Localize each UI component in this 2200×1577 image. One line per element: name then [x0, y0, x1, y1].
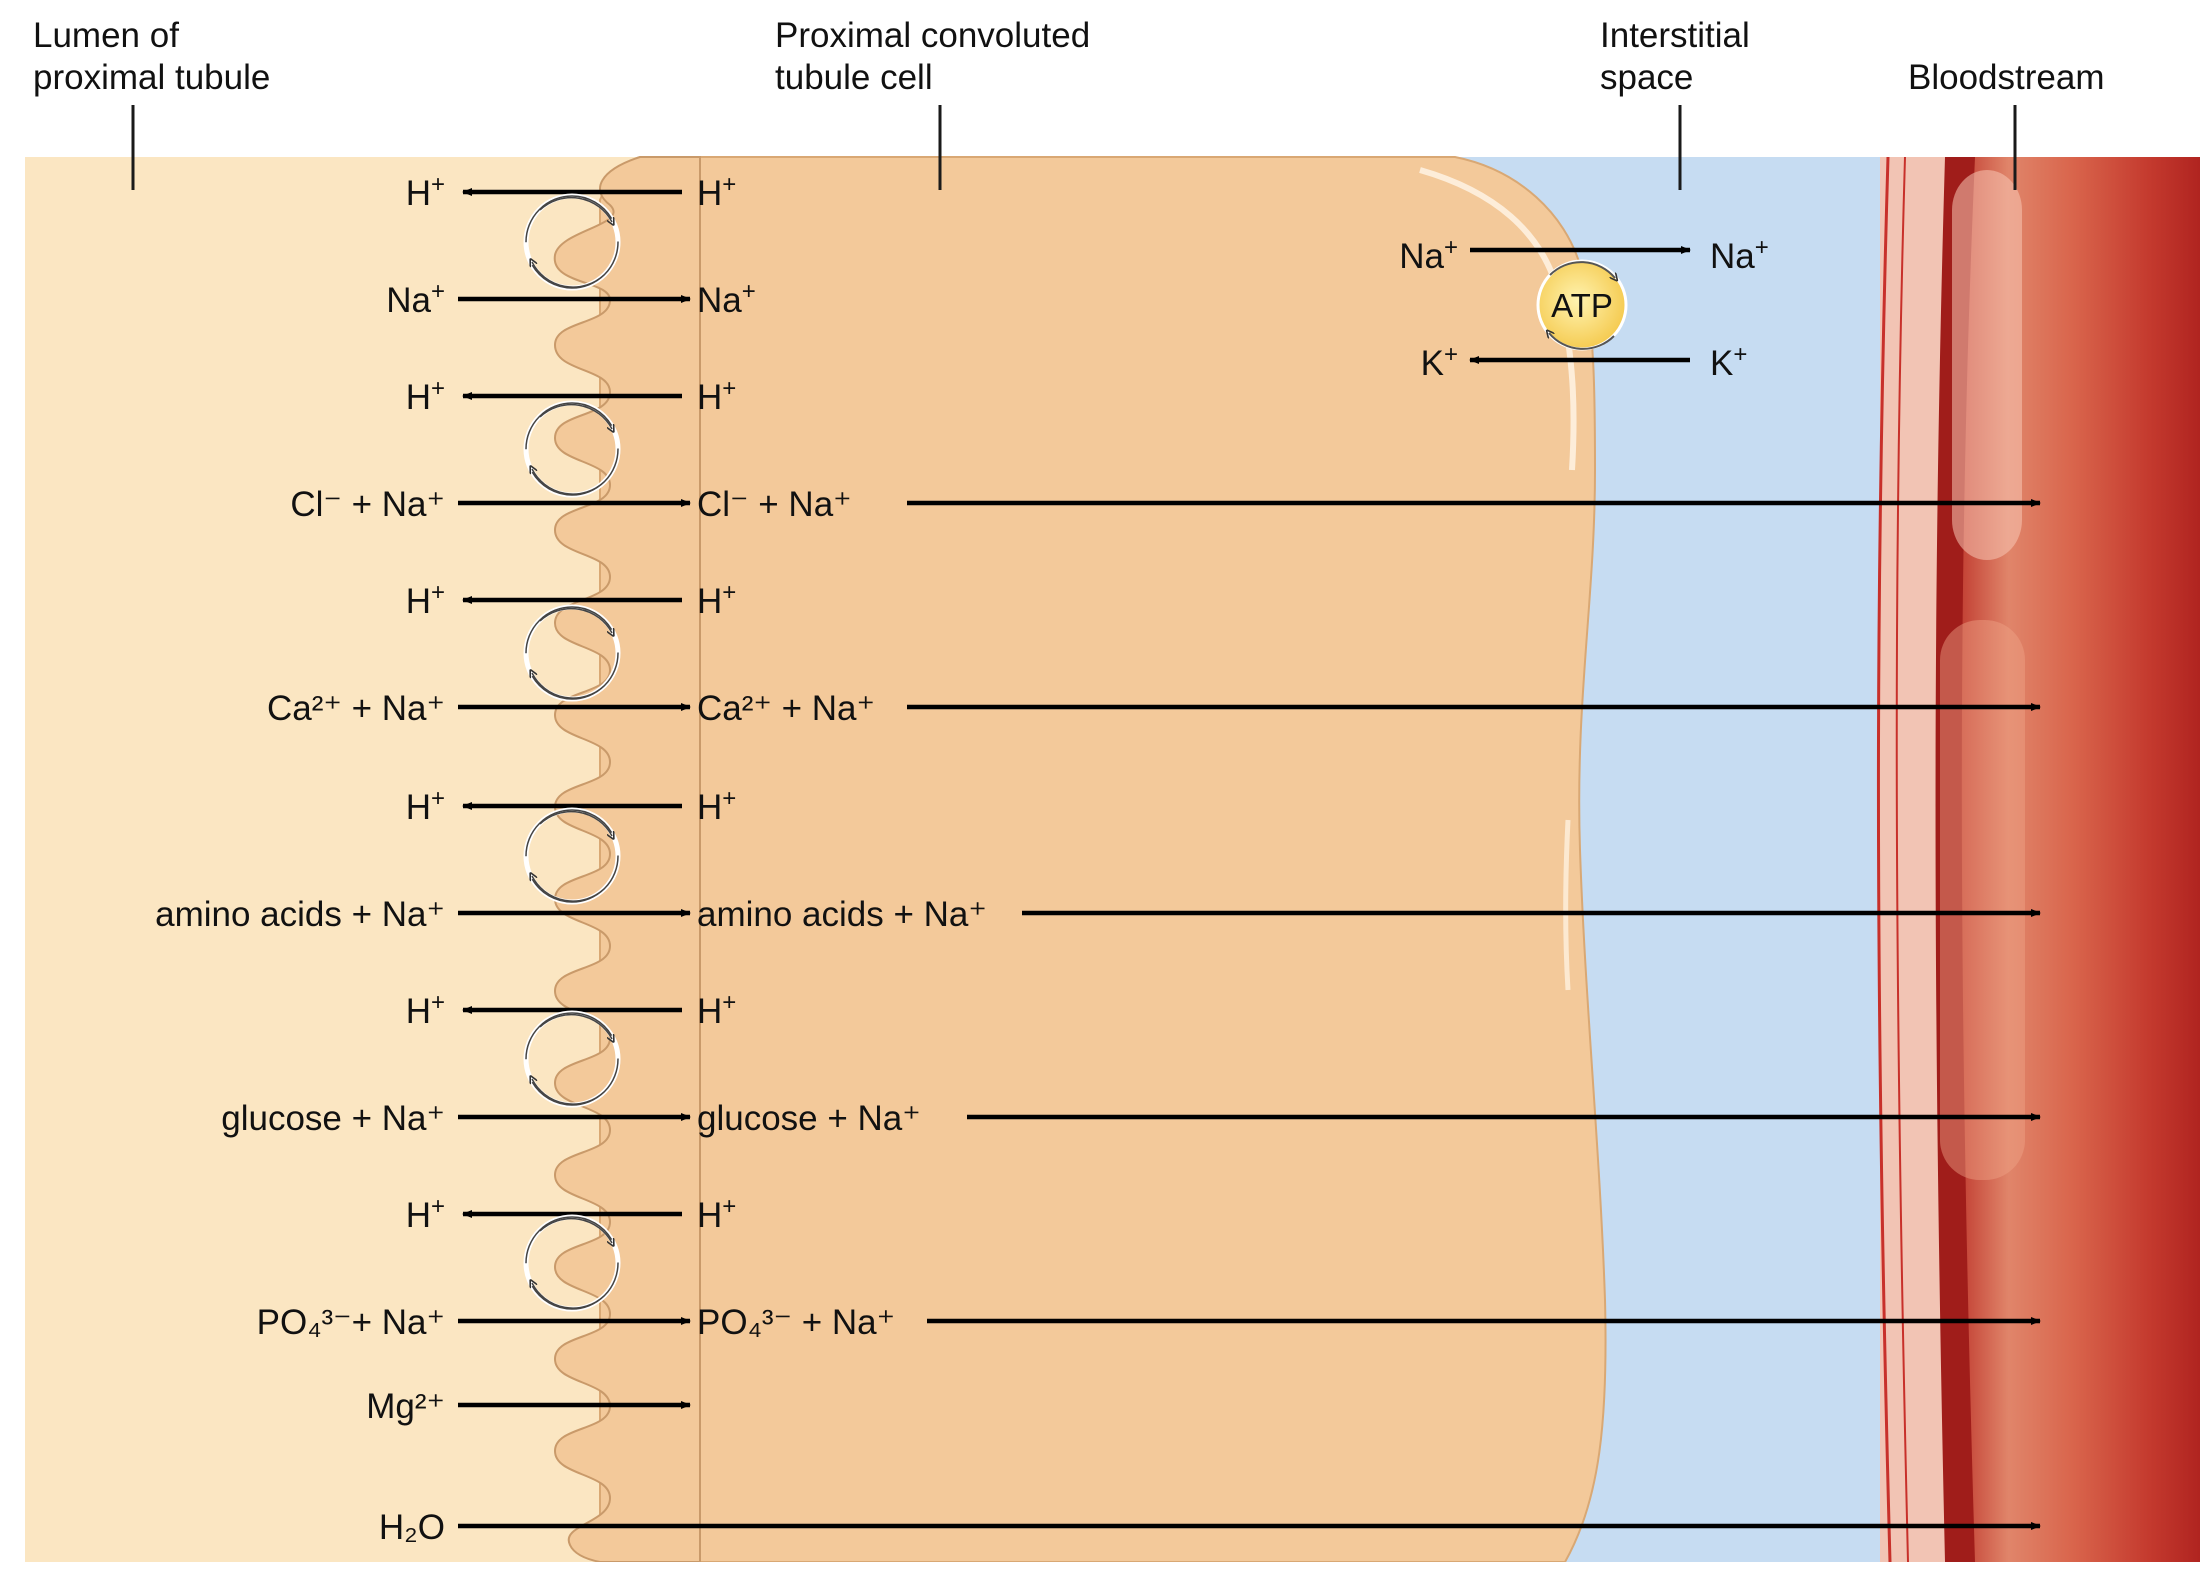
row-6-lumen-label: H+ [406, 785, 445, 828]
row-13-lumen-label: H₂O [379, 1508, 445, 1547]
antiporter-cycle-icon-4 [523, 1010, 621, 1108]
cell-highlight-lower [1563, 819, 1571, 991]
row-5-cell-label: Ca²⁺ + Na⁺ [697, 689, 875, 728]
row-0-lumen-label: H+ [406, 171, 445, 214]
row-4-lumen-label: H+ [406, 579, 445, 622]
row-5-lumen-label: Ca²⁺ + Na⁺ [267, 689, 445, 728]
atp-label: ATP [1551, 287, 1613, 324]
row-0-cell-label: H+ [697, 171, 736, 214]
blood-highlight-2 [1940, 620, 2025, 1180]
row-1-lumen-label: Na+ [386, 278, 445, 321]
atp-cycle-arrow-bottom [1549, 333, 1615, 350]
antiporter-cycle-icon-3 [523, 807, 621, 905]
pump-na-out-label: Na+ [1399, 234, 1458, 277]
cell-header: Proximal convoluted tubule cell [775, 16, 1100, 97]
tubule-cell [599, 156, 1607, 1563]
interstitial-header: Interstitial space [1600, 16, 1760, 97]
row-10-lumen-label: H+ [406, 1193, 445, 1236]
lumen-header: Lumen of proximal tubule [33, 16, 270, 97]
vessel-wall-edge-inner [1895, 156, 1909, 1563]
vessel-wall-edge [1876, 156, 1892, 1563]
row-11-cell-label: PO₄³⁻ + Na⁺ [697, 1303, 895, 1342]
row-11-lumen-label: PO₄³⁻+ Na⁺ [257, 1303, 445, 1342]
row-2-lumen-label: H+ [406, 375, 445, 418]
row-9-lumen-label: glucose + Na⁺ [221, 1099, 445, 1138]
atp-cycle-arrow-top [1549, 261, 1615, 278]
row-10-cell-label: H+ [697, 1193, 736, 1236]
pump-na-in-label: Na+ [1710, 234, 1769, 277]
antiporter-cycle-icon-1 [523, 400, 621, 498]
row-4-cell-label: H+ [697, 579, 736, 622]
row-8-cell-label: H+ [697, 989, 736, 1032]
bloodstream-header: Bloodstream [1908, 58, 2104, 97]
row-3-cell-label: Cl⁻ + Na⁺ [697, 485, 852, 524]
antiporter-cycle-icon-0 [523, 193, 621, 291]
pump-k-out-label: K+ [1421, 341, 1458, 384]
row-7-lumen-label: amino acids + Na⁺ [155, 895, 445, 934]
antiporter-cycle-icons [523, 193, 621, 1312]
pump-k-in-label: K+ [1710, 341, 1747, 384]
blood-highlight-1 [1952, 170, 2022, 560]
na-k-atpase-pump: ATP Na+ Na+ K+ K+ [1399, 234, 1769, 384]
antiporter-cycle-icon-2 [523, 604, 621, 702]
row-2-cell-label: H+ [697, 375, 736, 418]
row-9-cell-label: glucose + Na⁺ [697, 1099, 921, 1138]
blood-dark-band [1935, 157, 1975, 1562]
row-8-lumen-label: H+ [406, 989, 445, 1032]
antiporter-cycle-icon-5 [523, 1214, 621, 1312]
row-3-lumen-label: Cl⁻ + Na⁺ [290, 485, 445, 524]
row-7-cell-label: amino acids + Na⁺ [697, 895, 987, 934]
brush-border-membrane [553, 156, 701, 1563]
row-6-cell-label: H+ [697, 785, 736, 828]
row-12-lumen-label: Mg²⁺ [366, 1387, 445, 1426]
row-1-cell-label: Na+ [697, 278, 756, 321]
transport-rows: H+ H+ Na+ Na+ H+ H+ Cl⁻ + Na⁺ Cl⁻ + Na⁺ H+ H+ Ca²⁺… [155, 171, 2041, 1547]
